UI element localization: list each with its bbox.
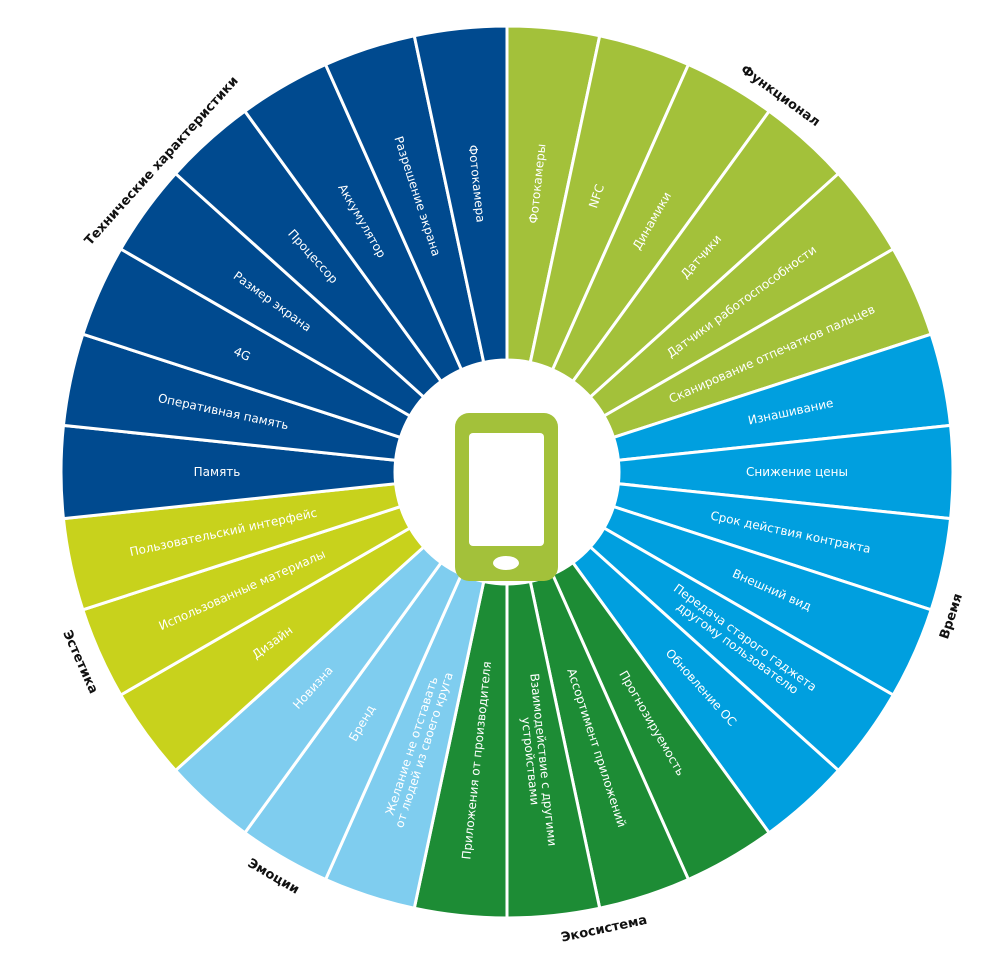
category-label-время: Время [937,592,966,641]
segment-label-text: Снижение цены [746,465,848,479]
center-hub [395,360,619,584]
segment-label-text: 4G [231,344,252,364]
segment-label-технические-характеристики-2: 4G [231,344,252,364]
category-label-экосистема: Экосистема [560,913,649,946]
category-label-text: Экосистема [560,913,649,946]
smartphone-icon [455,413,558,581]
phone-home-button [493,556,519,570]
segment-label-время-1: Снижение цены [746,465,848,479]
category-label-text: Время [937,592,966,641]
phone-screen [469,433,544,546]
segment-label-text: Память [194,465,241,479]
segment-label-технические-характеристики-0: Память [194,465,241,479]
